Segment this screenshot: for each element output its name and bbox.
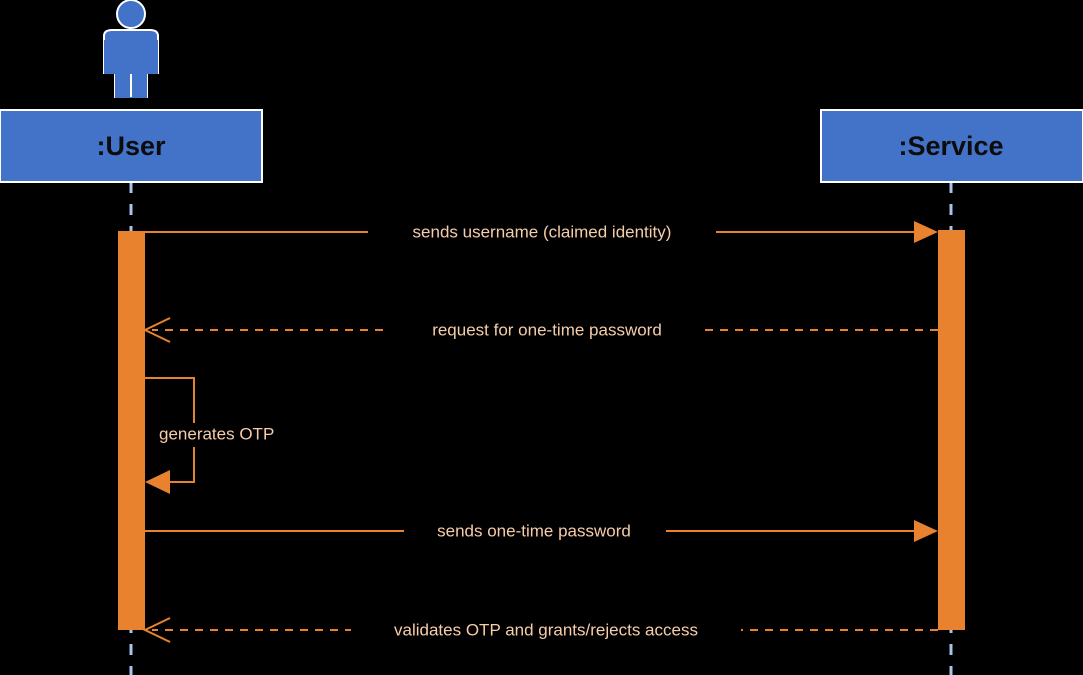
message-sends-username[interactable]: sends username (claimed identity) [145,220,938,244]
activation-bar-user[interactable] [118,231,145,630]
message-sends-otp[interactable]: sends one-time password [145,519,938,543]
arrowhead-open-left-2 [142,317,171,343]
message-label-bg-1 [368,220,716,244]
message-label-4: sends one-time password [437,521,631,540]
message-generates-otp[interactable]: generates OTP [145,377,312,494]
message-label-5: validates OTP and grants/rejects access [394,620,698,639]
arrowhead-open-left-5 [142,617,171,643]
participant-label-user: :User [96,131,166,161]
participant-box-user-rect[interactable] [0,109,263,183]
message-label-bg-4 [404,519,666,543]
message-label-bg-5 [351,618,741,642]
message-label-3: generates OTP [159,424,274,443]
arrowhead-filled-left-3 [145,470,170,494]
participant-label-service: :Service [898,131,1003,161]
message-validates-otp[interactable]: validates OTP and grants/rejects access [142,617,938,643]
actor-person-icon [103,0,159,98]
arrowhead-filled-right-1 [914,221,938,243]
participant-box-service[interactable]: :Service [820,109,1083,183]
activation-bar-service[interactable] [938,230,965,630]
message-request-otp[interactable]: request for one-time password [142,317,938,343]
participant-box-service-rect[interactable] [820,109,1083,183]
message-label-bg-3 [157,423,312,447]
message-label-1: sends username (claimed identity) [413,222,672,241]
message-label-2: request for one-time password [432,320,662,339]
participant-box-user[interactable]: :User [0,109,263,183]
message-label-bg-2 [390,318,703,342]
arrowhead-filled-right-4 [914,520,938,542]
